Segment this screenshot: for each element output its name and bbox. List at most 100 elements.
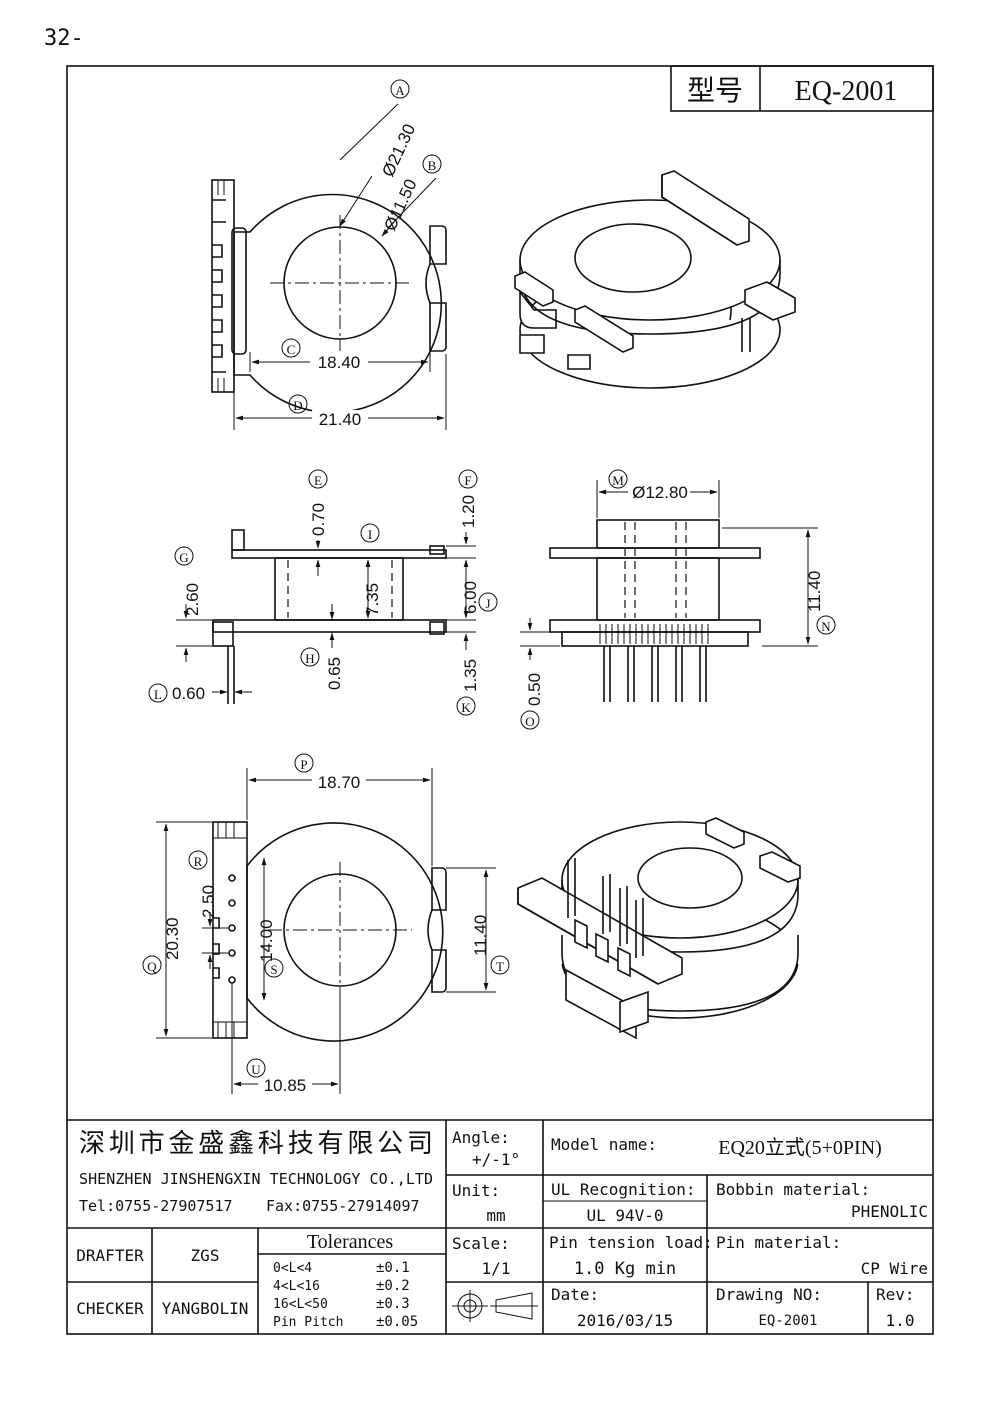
- rev-label: Rev:: [876, 1285, 915, 1304]
- svg-text:Ø11.50: Ø11.50: [380, 176, 420, 233]
- drafter-label: DRAFTER: [76, 1246, 144, 1265]
- title-block: 深圳市金盛鑫科技有限公司 SHENZHEN JINSHENGXIN TECHNO…: [67, 1119, 933, 1334]
- date-value: 2016/03/15: [577, 1311, 673, 1330]
- dim-C: 18.40 C: [249, 338, 431, 372]
- svg-text:0.60: 0.60: [172, 684, 205, 703]
- page-number: 32-: [44, 26, 84, 51]
- unit-value: mm: [486, 1206, 505, 1225]
- company-name-cn: 深圳市金盛鑫科技有限公司: [79, 1129, 433, 1158]
- svg-text:E: E: [314, 473, 322, 488]
- scale-value: 1/1: [482, 1259, 511, 1278]
- dim-P: 18.70 P: [246, 753, 433, 866]
- tolerances-title: Tolerances: [307, 1231, 394, 1253]
- company-name-en: SHENZHEN JINSHENGXIN TECHNOLOGY CO.,LTD: [79, 1170, 433, 1188]
- svg-text:Q: Q: [147, 959, 157, 974]
- drawing-no-label: Drawing NO:: [716, 1285, 822, 1304]
- svg-text:A: A: [395, 83, 405, 98]
- svg-text:R: R: [194, 854, 203, 869]
- bottom-view: [212, 821, 447, 1042]
- svg-text:J: J: [485, 596, 490, 611]
- svg-text:U: U: [251, 1062, 261, 1077]
- tolerance-range: 16<L<50: [273, 1297, 328, 1312]
- tolerance-value: ±0.05: [376, 1314, 418, 1330]
- svg-text:T: T: [496, 959, 504, 974]
- iso-view-top: [514, 170, 796, 389]
- svg-text:C: C: [287, 342, 296, 357]
- drawing-frame: [66, 65, 934, 1335]
- angle-value: +/-1°: [472, 1150, 520, 1169]
- angle-label: Angle:: [452, 1128, 510, 1147]
- svg-text:7.35: 7.35: [363, 583, 382, 616]
- model-label: 型号: [687, 75, 743, 107]
- checker-label: CHECKER: [76, 1299, 144, 1318]
- tolerance-range: Pin Pitch: [273, 1315, 343, 1330]
- dim-A: Ø21.30 A: [378, 79, 419, 180]
- tolerance-range: 4<L<16: [273, 1279, 320, 1294]
- dim-U: 10.85 U: [231, 983, 341, 1095]
- tolerance-value: ±0.1: [376, 1260, 410, 1276]
- unit-label: Unit:: [452, 1181, 500, 1200]
- svg-text:14.00: 14.00: [257, 919, 276, 962]
- svg-text:O: O: [525, 714, 534, 729]
- svg-text:20.30: 20.30: [163, 917, 182, 960]
- dim-R: 2.50 R: [188, 850, 228, 969]
- side-view: [212, 529, 447, 704]
- projection-symbol-icon: [452, 1290, 538, 1322]
- dim-O: 0.50 O: [520, 618, 560, 730]
- pin-material-label: Pin material:: [716, 1233, 841, 1252]
- top-view: [211, 103, 447, 414]
- svg-text:G: G: [179, 550, 188, 565]
- svg-text:0.50: 0.50: [525, 673, 544, 706]
- tolerance-value: ±0.3: [376, 1296, 410, 1312]
- dim-E: 0.70 E: [308, 469, 328, 576]
- model-value: EQ-2001: [795, 76, 898, 107]
- dim-N: 11.40 N: [722, 527, 836, 647]
- date-label: Date:: [551, 1285, 599, 1304]
- svg-text:18.70: 18.70: [318, 773, 361, 792]
- scale-label: Scale:: [452, 1234, 510, 1253]
- bobbin-material-label: Bobbin material:: [716, 1180, 870, 1199]
- ul-label: UL Recognition:: [551, 1180, 696, 1199]
- dim-M: Ø12.80 M: [596, 469, 720, 518]
- dim-T: 11.40 T: [446, 867, 510, 993]
- svg-text:6.00: 6.00: [461, 581, 480, 614]
- svg-text:Ø12.80: Ø12.80: [632, 483, 688, 502]
- svg-text:F: F: [464, 473, 471, 488]
- front-view: [549, 519, 761, 702]
- pin-material-value: CP Wire: [861, 1259, 928, 1278]
- ul-value: UL 94V-0: [586, 1206, 663, 1225]
- tolerance-value: ±0.2: [376, 1278, 410, 1294]
- company-tel: Tel:0755-27907517: [79, 1197, 233, 1215]
- drafter-name: ZGS: [191, 1246, 220, 1265]
- svg-text:1.35: 1.35: [461, 659, 480, 692]
- pin-tension-value: 1.0 Kg min: [574, 1259, 676, 1279]
- svg-text:Ø21.30: Ø21.30: [378, 121, 419, 180]
- checker-name: YANGBOLIN: [162, 1299, 249, 1318]
- dim-J: 6.00 J: [446, 559, 498, 621]
- model-header: 型号 EQ-2001: [670, 65, 934, 112]
- svg-text:11.40: 11.40: [471, 915, 490, 956]
- dim-Q: 20.30 Q: [142, 821, 212, 1039]
- svg-text:11.40: 11.40: [805, 571, 824, 612]
- bobbin-material-value: PHENOLIC: [851, 1202, 928, 1221]
- svg-text:M: M: [612, 473, 624, 488]
- model-name-value: EQ20立式(5+0PIN): [718, 1136, 882, 1159]
- iso-view-bottom: [517, 817, 801, 1040]
- svg-text:H: H: [305, 651, 314, 666]
- dim-I: 7.35 I: [360, 523, 382, 619]
- dim-K: 1.35 K: [446, 631, 480, 716]
- svg-text:D: D: [293, 398, 302, 413]
- svg-text:10.85: 10.85: [264, 1076, 307, 1095]
- rev-value: 1.0: [886, 1311, 915, 1330]
- company-fax: Fax:0755-27914097: [266, 1197, 420, 1215]
- dim-S: 14.00 S: [257, 857, 284, 1001]
- dim-D: 21.40 D: [233, 354, 447, 430]
- svg-text:18.40: 18.40: [318, 353, 361, 372]
- svg-text:2.60: 2.60: [183, 583, 202, 616]
- svg-text:B: B: [428, 158, 437, 173]
- svg-text:K: K: [461, 700, 471, 715]
- svg-text:1.20: 1.20: [459, 495, 478, 528]
- dim-L: L 0.60: [148, 683, 252, 703]
- dim-H: 0.65 H: [300, 604, 344, 690]
